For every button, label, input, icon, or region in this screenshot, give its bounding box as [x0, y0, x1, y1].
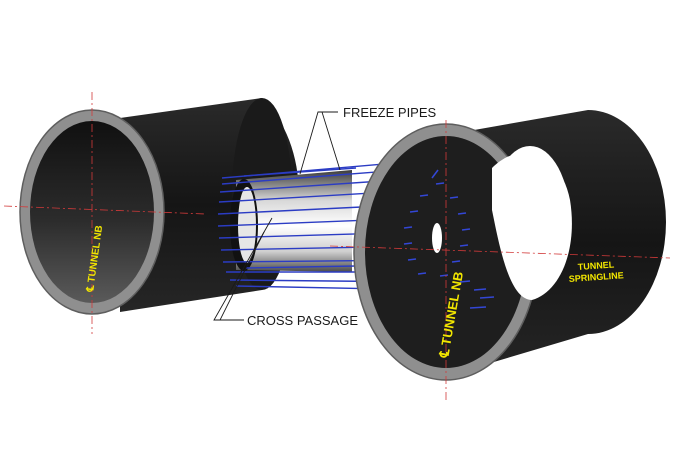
pipe-end [457, 212, 467, 215]
pipe-end [439, 274, 449, 277]
pipe-end [431, 169, 439, 179]
springline-label-1: TUNNEL [577, 259, 615, 272]
pipe-end [409, 210, 419, 213]
freeze-pipe-ends [403, 169, 495, 309]
freeze-pipe [243, 167, 357, 177]
pipe-end [461, 228, 471, 231]
pipe-end [459, 280, 471, 283]
right-tunnel [353, 110, 666, 381]
freeze-pipes-label: FREEZE PIPES [343, 105, 437, 120]
pipe-end [407, 258, 417, 261]
pipe-end [435, 182, 445, 185]
pipe-end [451, 260, 461, 263]
pipe-end [459, 244, 469, 247]
right-horizontal-centerline [329, 245, 671, 259]
pipe-end [419, 194, 429, 197]
pipe-end [449, 196, 459, 199]
pipe-end [417, 272, 427, 275]
freeze-pipes-leader [299, 111, 338, 175]
pipe-end [473, 288, 487, 291]
cross-passage-label: CROSS PASSAGE [247, 313, 358, 328]
right-tunnel-back-opening [492, 152, 572, 300]
freeze-pipes-leader [321, 111, 341, 171]
left-horizontal-centerline [3, 205, 206, 215]
pipe-end [403, 242, 413, 245]
leader-lines [213, 111, 341, 321]
cross-passage-portal [432, 223, 442, 253]
pipe-end [469, 306, 487, 309]
pipe-end [479, 296, 495, 299]
pipe-end [403, 226, 413, 229]
centerlines [3, 92, 671, 400]
freeze-pipe [245, 265, 357, 269]
cross-passage-leader [213, 217, 273, 321]
springline-label-2: SPRINGLINE [568, 270, 624, 284]
